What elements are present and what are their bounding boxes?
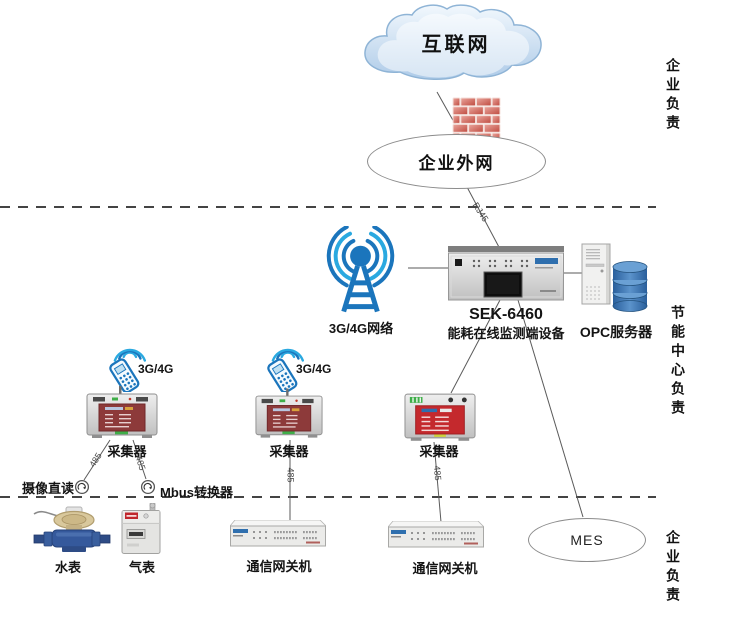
database-icon <box>612 261 648 312</box>
extranet-ellipse: 企业外网 <box>367 134 546 189</box>
gateway-right-icon <box>387 520 485 556</box>
gateway-right-label: 通信网关机 <box>412 561 478 576</box>
edge-extranet-sek <box>466 186 501 250</box>
zone-label-bottom: 企业负责 <box>665 530 681 606</box>
gateway-left-label: 通信网关机 <box>246 559 312 574</box>
gas-meter-label: 气表 <box>128 560 155 575</box>
zone-label-middle: 节能中心负责 <box>670 305 686 419</box>
edge-label-485-middle: 485 <box>285 467 296 483</box>
gateway-left-icon <box>229 519 327 555</box>
edge-sek-collector-right <box>450 299 501 394</box>
cloud-icon <box>364 4 542 80</box>
water-meter-icon <box>32 504 112 563</box>
converter-circle-left-icon <box>74 479 90 500</box>
phone-middle-label: 3G/4G <box>296 362 332 376</box>
collector-left-label: 采集器 <box>107 444 147 459</box>
phone-3g4g-middle-icon <box>258 336 314 397</box>
phone-left-label: 3G/4G <box>138 362 174 376</box>
edge-collector-left-camera <box>83 439 111 481</box>
antenna-label: 3G/4G网络 <box>328 321 394 336</box>
zone-label-top: 企业负责 <box>665 58 681 134</box>
collector-middle-icon <box>255 388 323 445</box>
water-meter-label: 水表 <box>54 560 81 575</box>
mbus-converter-label: Mbus转换器 <box>160 485 233 500</box>
sek-model-label: SEK-6460 <box>469 306 543 323</box>
collector-middle-label: 采集器 <box>269 444 309 459</box>
converter-circle-right-icon <box>140 479 156 500</box>
extranet-label: 企业外网 <box>418 154 495 173</box>
camera-direct-read-label: 摄像直读 <box>22 481 75 496</box>
edge-sek-mes <box>517 299 584 518</box>
internet-label: 互联网 <box>421 34 491 56</box>
phone-3g4g-left-icon <box>100 336 156 397</box>
mes-ellipse: MES <box>528 518 646 562</box>
gas-meter-icon <box>120 502 164 561</box>
edge-label-485-right: 485 <box>431 465 444 481</box>
edge-collector-left-mbus <box>132 439 147 480</box>
opc-label: OPC服务器 <box>579 324 653 340</box>
collector-left-icon <box>86 386 158 445</box>
collector-right-label: 采集器 <box>419 444 459 459</box>
sek-name-label: 能耗在线监测端设备 <box>447 326 565 341</box>
mes-label: MES <box>570 532 604 548</box>
edge-collector-right-gateway <box>433 441 442 523</box>
collector-right-icon <box>404 389 476 447</box>
antenna-3g4g-icon <box>314 224 408 321</box>
sek-device-icon <box>448 246 564 307</box>
internet-cloud: 互联网 <box>356 2 556 88</box>
opc-server-icon <box>580 242 652 317</box>
